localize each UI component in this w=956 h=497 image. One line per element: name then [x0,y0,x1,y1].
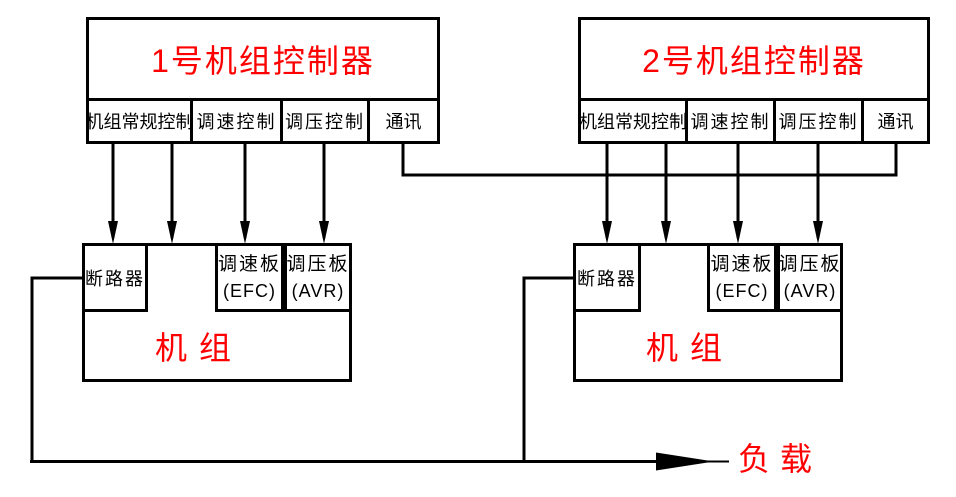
unit-2-label: 机组 [645,329,734,366]
unit-1-label: 机组 [154,329,243,366]
controller-2-module-unit-normal-control: 机组常规控制 [579,101,688,141]
controller-2-module-voltage-control: 调压控制 [776,101,864,141]
unit-1-speed-board-abbr: (EFC) [223,281,276,302]
arrow-right-head [656,452,714,471]
controller-2-module-speed-control: 调速控制 [688,101,776,141]
unit-2-voltage-board-abbr: (AVR) [783,281,837,302]
unit1-output-line [30,276,84,460]
controller-1-module-speed-control: 调速控制 [193,101,283,141]
load-bus-line [30,452,729,471]
unit-1-voltage-board-box: 调压板 (AVR) [284,243,352,312]
controller-1-module-voltage-control: 调压控制 [283,101,370,141]
unit-2-speed-board-box: 调速板 (EFC) [707,243,777,312]
unit-2-speed-board-name: 调速板 [710,253,774,275]
unit-2-box: 断路器 调速板 (EFC) 调压板 (AVR) 机组 [573,243,843,382]
unit-1-speed-board-box: 调速板 (EFC) [215,243,284,312]
unit-2-voltage-board-box: 调压板 (AVR) [777,243,843,312]
unit-2-speed-board-abbr: (EFC) [715,281,769,302]
load-label: 负载 [738,441,823,477]
arrow-down-heads-right [602,221,823,244]
controller-2-module-row: 机组常规控制 调速控制 调压控制 通讯 [579,101,927,141]
unit2-output-line [522,276,575,460]
controller-1-module-unit-normal-control: 机组常规控制 [86,101,194,141]
controller-2-module-comm: 通讯 [877,112,914,132]
controller-1-box: 1号机组控制器 机组常规控制 调速控制 调压控制 通讯 [86,17,440,144]
controller-1-module-comm: 通讯 [385,112,422,132]
unit-1-box: 断路器 调速板 (EFC) 调压板 (AVR) 机组 [82,243,352,382]
controller-1-title: 1号机组控制器 [89,20,437,101]
unit-1-speed-board-name: 调速板 [218,253,282,275]
controller-2-box: 2号机组控制器 机组常规控制 调速控制 调压控制 通讯 [578,17,930,144]
unit-1-breaker-box: 断路器 [82,243,148,312]
controller-1-module-row: 机组常规控制 调速控制 调压控制 通讯 [86,101,437,141]
unit-1-voltage-board-name: 调压板 [286,253,350,275]
unit-1-voltage-board-abbr: (AVR) [291,281,345,302]
arrow-down-heads-left [108,221,329,244]
controller-2-title: 2号机组控制器 [581,20,927,101]
unit-2-breaker-box: 断路器 [573,243,641,312]
unit-2-voltage-board-name: 调压板 [778,253,842,275]
comm-link-line [401,142,898,177]
